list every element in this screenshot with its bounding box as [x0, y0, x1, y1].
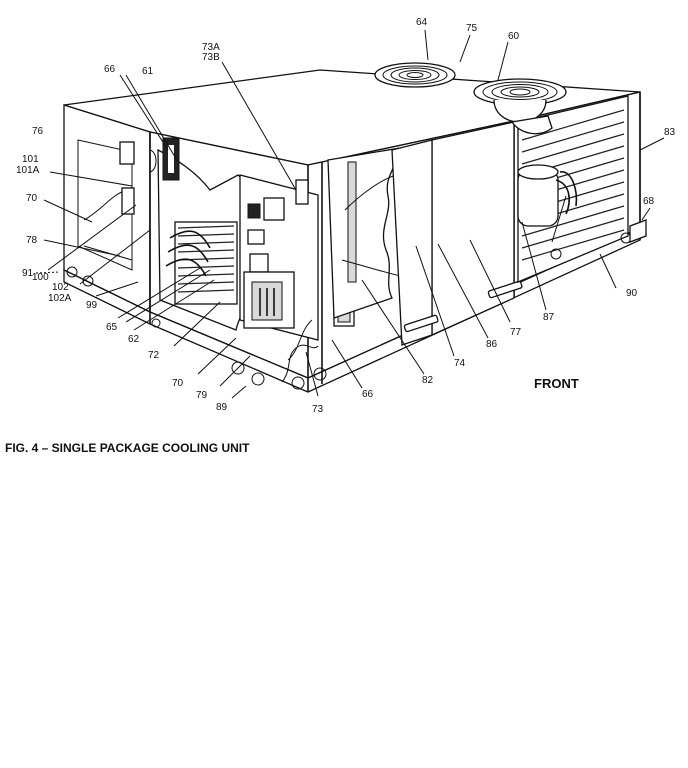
callout-101: 101	[22, 154, 39, 165]
callout-73b: 73B	[202, 52, 220, 63]
evaporator-cutaway	[77, 137, 253, 331]
evaporator-coil	[165, 221, 238, 305]
callout-89: 89	[216, 402, 228, 413]
access-panel-74	[391, 139, 433, 346]
leader-lines	[35, 29, 665, 399]
control-box	[239, 174, 355, 383]
callout-76: 76	[32, 126, 44, 137]
callout-65: 65	[106, 322, 118, 333]
callout-87: 87	[543, 312, 555, 323]
condenser-coil	[517, 95, 629, 283]
callout-75: 75	[466, 23, 478, 34]
access-panel-77	[431, 121, 515, 337]
callout-labels: 64 75 60 73A 73B 66 61 76 101 101A 70 78…	[16, 17, 676, 415]
handle-slot-1	[403, 314, 439, 333]
callout-70-left: 70	[26, 193, 38, 204]
callout-100: 100	[32, 272, 49, 283]
compressor	[517, 164, 578, 227]
filter-rack	[77, 139, 135, 271]
callout-70-bottom: 70	[172, 378, 184, 389]
condenser-fan-guard-right	[473, 78, 567, 135]
callout-101a: 101A	[16, 165, 40, 176]
callout-62: 62	[128, 334, 140, 345]
callout-82: 82	[422, 375, 434, 386]
callout-77: 77	[510, 327, 522, 338]
callout-74: 74	[454, 358, 466, 369]
callout-99: 99	[86, 300, 98, 311]
base-knockouts	[66, 219, 647, 390]
condenser-fan-guard-left	[374, 62, 456, 88]
callout-60: 60	[508, 31, 520, 42]
callout-86: 86	[486, 339, 498, 350]
callout-66-top: 66	[104, 64, 116, 75]
handle-slot-2	[487, 280, 523, 299]
callout-66-bottom: 66	[362, 389, 374, 400]
callout-83: 83	[664, 127, 676, 138]
callout-78: 78	[26, 235, 38, 246]
callout-102: 102	[52, 282, 69, 293]
front-label: FRONT	[534, 376, 579, 391]
callout-91: 91	[22, 268, 34, 279]
condenser-compartment	[327, 121, 523, 346]
callout-102a: 102A	[48, 293, 72, 304]
callout-73a: 73A	[202, 42, 220, 53]
callout-61: 61	[142, 66, 154, 77]
callout-64: 64	[416, 17, 428, 28]
callout-73: 73	[312, 404, 324, 415]
callout-90: 90	[626, 288, 638, 299]
callout-68: 68	[643, 196, 655, 207]
figure-caption: FIG. 4 – SINGLE PACKAGE COOLING UNIT	[5, 441, 250, 455]
callout-79: 79	[196, 390, 208, 401]
callout-72: 72	[148, 350, 160, 361]
